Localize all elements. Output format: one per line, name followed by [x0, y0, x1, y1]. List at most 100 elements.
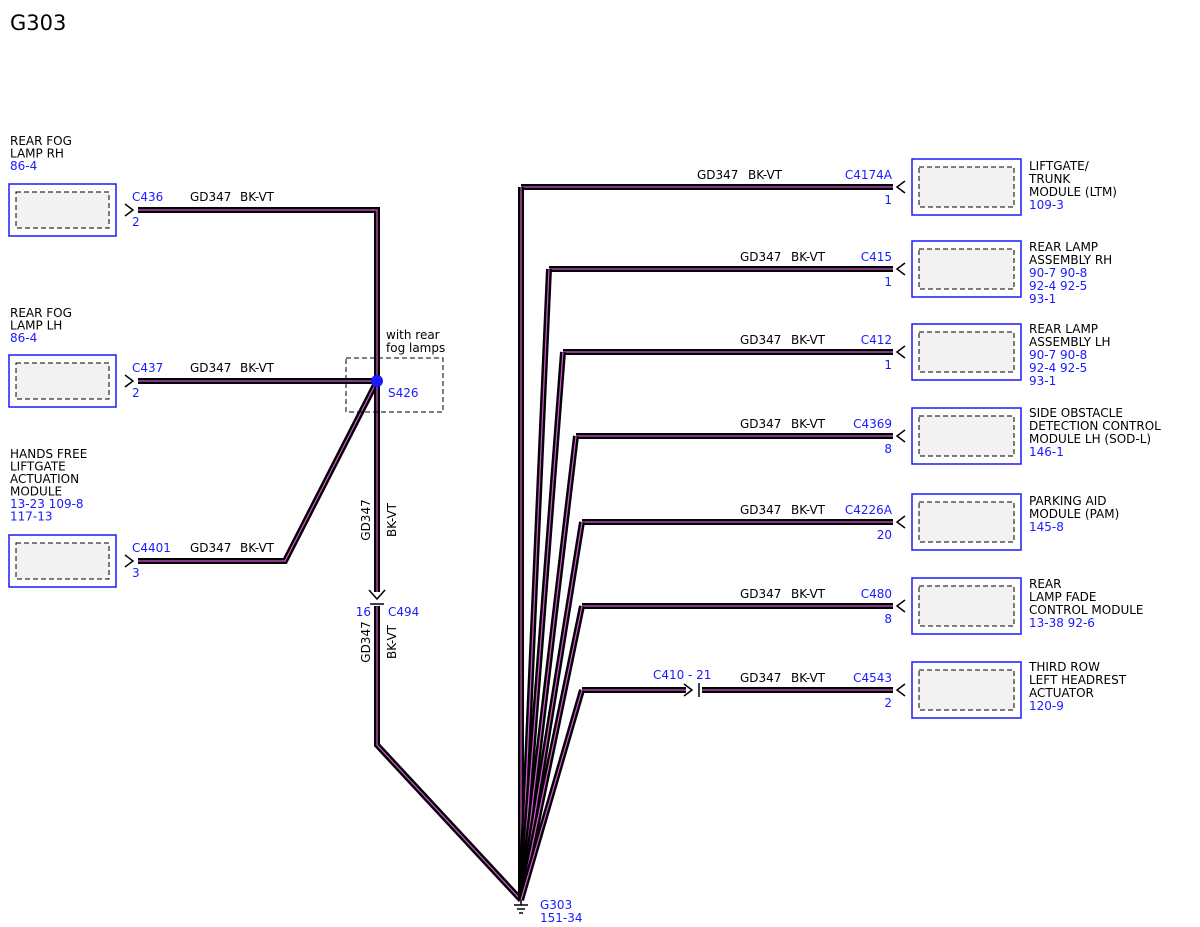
wire-color: BK-VT [385, 502, 399, 537]
connector-label: C4543 [853, 671, 892, 685]
component-name: LIFTGATE [10, 460, 66, 474]
right-component-box-inner [918, 415, 1015, 457]
right-component-box-inner [918, 501, 1015, 543]
splice-dot [371, 375, 383, 387]
component-name: MODULE (PAM) [1029, 507, 1119, 521]
pin-number: 1 [884, 275, 892, 289]
component-name: LAMP RH [10, 147, 64, 161]
pin-number: 2 [884, 696, 892, 710]
connector-label: C4226A [845, 503, 893, 517]
component-name: REAR FOG [10, 306, 72, 320]
component-ref: 93-1 [1029, 374, 1056, 388]
component-name: PARKING AID [1029, 494, 1107, 508]
inline-connector-label: C494 [388, 605, 419, 619]
wire-circuit: GD347 [740, 587, 781, 601]
component-ref: 90-7 90-8 [1029, 266, 1087, 280]
pin-number: 1 [884, 193, 892, 207]
wire-color: BK-VT [748, 168, 783, 182]
inline-connector-label: C410 [653, 668, 684, 682]
connector-arrow [895, 180, 906, 194]
right-component-box-inner [918, 248, 1015, 290]
component-name: DETECTION CONTROL [1029, 419, 1161, 433]
wire-color: BK-VT [791, 333, 826, 347]
right-component-box-inner [918, 166, 1015, 208]
component-name: SIDE OBSTACLE [1029, 406, 1123, 420]
wire-color: BK-VT [791, 503, 826, 517]
connector-label: C415 [861, 250, 892, 264]
wire-color: BK-VT [791, 250, 826, 264]
component-name: LAMP FADE [1029, 590, 1096, 604]
component-name: REAR [1029, 577, 1061, 591]
pin-number: 3 [132, 566, 140, 580]
component-ref: 92-4 92-5 [1029, 361, 1087, 375]
pin-number: 1 [884, 358, 892, 372]
wire-circuit: GD347 [740, 333, 781, 347]
connector-arrow [895, 262, 906, 276]
wire-circuit: GD347 [697, 168, 738, 182]
connector-label: C437 [132, 361, 163, 375]
component-ref: 86-4 [10, 159, 37, 173]
component-name: TRUNK [1028, 172, 1071, 186]
pin-number: 8 [884, 612, 892, 626]
ground-ref: 151-34 [540, 911, 583, 925]
wire-color: BK-VT [791, 671, 826, 685]
wire-color: BK-VT [240, 190, 275, 204]
wire-ground-run [518, 689, 585, 901]
wire-ground-run [518, 351, 566, 901]
ground-label: G303 [540, 898, 572, 912]
component-ref: 120-9 [1029, 699, 1064, 713]
component-name: ACTUATOR [1029, 686, 1094, 700]
wire-circuit: GD347 [740, 417, 781, 431]
wire-ground-run [518, 435, 579, 901]
component-ref: 145-8 [1029, 520, 1064, 534]
connector-arrow [124, 203, 135, 217]
left-component-box-inner [15, 362, 110, 400]
wire-color: BK-VT [791, 417, 826, 431]
splice-note: with rear [386, 328, 440, 342]
connector-label: C412 [861, 333, 892, 347]
wire-c4401 [138, 379, 380, 564]
wire-color: BK-VT [240, 541, 275, 555]
wire-color: BK-VT [385, 624, 399, 659]
component-ref: 146-1 [1029, 445, 1064, 459]
component-name: ACTUATION [10, 472, 79, 486]
component-name: LIFTGATE/ [1029, 159, 1090, 173]
left-component-box-inner [15, 542, 110, 580]
component-ref: 117-13 [10, 510, 53, 524]
wire-circuit: GD347 [740, 503, 781, 517]
right-component-box-inner [918, 331, 1015, 373]
splice-note: fog lamps [386, 341, 445, 355]
connector-arrow [895, 599, 906, 613]
connector-label: C480 [861, 587, 892, 601]
inline-connector-arrow [368, 589, 386, 601]
connector-label: C436 [132, 190, 163, 204]
component-name: MODULE [10, 485, 62, 499]
left-component-box-inner [15, 191, 110, 229]
wire-circuit: GD347 [359, 499, 373, 540]
component-name: LAMP LH [10, 319, 62, 333]
component-ref: 90-7 90-8 [1029, 348, 1087, 362]
wire-circuit: GD347 [190, 541, 231, 555]
pin-number: 2 [132, 386, 140, 400]
component-name: REAR LAMP [1029, 240, 1098, 254]
connector-arrow [895, 683, 906, 697]
component-name: REAR LAMP [1029, 322, 1098, 336]
inline-connector-pin: 16 [356, 605, 371, 619]
connector-arrow [895, 345, 906, 359]
inline-arrow [683, 683, 694, 697]
component-name: LEFT HEADREST [1029, 673, 1127, 687]
pin-number: 8 [884, 442, 892, 456]
component-name: THIRD ROW [1028, 660, 1100, 674]
wire-circuit: GD347 [740, 671, 781, 685]
wire-circuit: GD347 [190, 361, 231, 375]
wire-ground-run [518, 605, 585, 901]
wire-color: BK-VT [240, 361, 275, 375]
wire-c494-ground [374, 606, 524, 903]
component-name: REAR FOG [10, 134, 72, 148]
pin-number: 2 [132, 215, 140, 229]
connector-arrow [895, 429, 906, 443]
inline-connector-pin: - 21 [688, 668, 711, 682]
right-component-box-inner [918, 585, 1015, 627]
splice-boundary [345, 357, 444, 413]
